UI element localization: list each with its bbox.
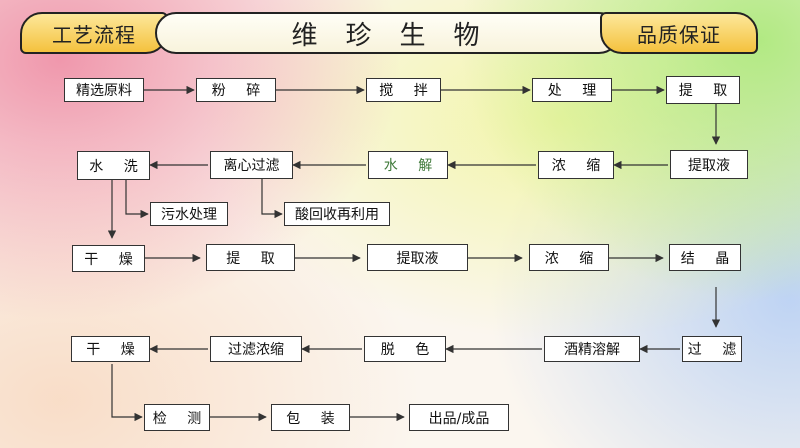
node-n5: 提 取: [666, 76, 740, 104]
company-title: 维珍生物: [155, 12, 620, 54]
node-n12: 酸回收再利用: [284, 202, 390, 226]
header-bar: 工艺流程 维珍生物 品质保证: [0, 0, 800, 62]
node-n16: 浓 缩: [529, 244, 609, 271]
node-n1: 精选原料: [64, 78, 144, 102]
quality-assurance-label: 品质保证: [600, 12, 758, 54]
node-n10: 水 洗: [77, 151, 150, 180]
arrow-n10-n11: [125, 180, 149, 219]
node-n25: 出品/成品: [409, 404, 509, 431]
arrow-n9-n12: [261, 179, 283, 219]
node-n13: 干 燥: [72, 245, 145, 272]
node-n4: 处 理: [532, 78, 612, 102]
node-n23: 检 测: [144, 404, 210, 431]
process-flow-label: 工艺流程: [20, 12, 168, 54]
node-n15: 提取液: [367, 244, 468, 271]
node-n7: 浓 缩: [538, 151, 614, 179]
node-n6: 提取液: [670, 150, 748, 179]
node-n9: 离心过滤: [210, 151, 293, 179]
node-n14: 提 取: [206, 244, 295, 271]
node-n22: 干 燥: [71, 336, 150, 362]
node-n18: 过 滤: [682, 336, 742, 362]
node-n3: 搅 拌: [366, 78, 441, 102]
node-n17: 结 晶: [669, 244, 741, 271]
arrow-n22-n23: [111, 364, 143, 422]
node-n2: 粉 碎: [196, 78, 276, 102]
node-n19: 酒精溶解: [544, 336, 640, 362]
node-n24: 包 装: [271, 404, 350, 431]
node-n11: 污水处理: [150, 202, 228, 226]
node-n20: 脱 色: [364, 336, 446, 362]
node-n21: 过滤浓缩: [210, 336, 302, 362]
node-n8: 水 解: [368, 151, 448, 179]
